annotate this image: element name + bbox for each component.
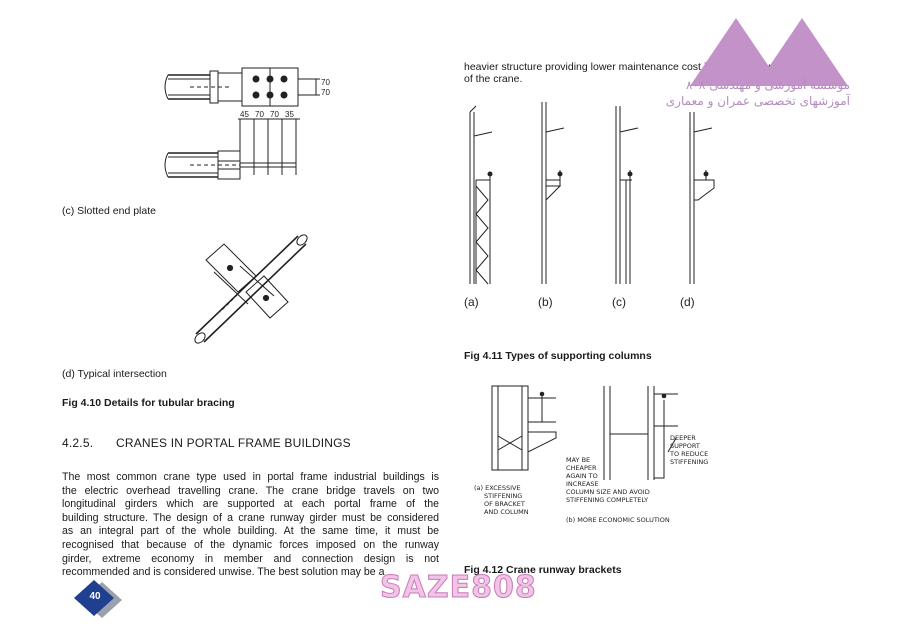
annotation-line: OF BRACKET [484, 500, 525, 508]
paragraph: The most common crane type used in porta… [62, 471, 439, 580]
watermark: SAZE808 [380, 570, 537, 606]
paragraph-line: The most common crane type used in porta… [62, 471, 439, 483]
dim-label: 70 [321, 78, 330, 87]
annotation-line: AND COLUMN [484, 508, 529, 516]
paragraph-line: girder, extreme economy in member and co… [62, 552, 439, 565]
page-number: 40 [89, 591, 101, 602]
figure-title: Fig 4.11 Types of supporting columns [464, 350, 652, 362]
intro-line: of the crane. [464, 73, 523, 85]
annotation-line: (b) MORE ECONOMIC SOLUTION [566, 516, 670, 524]
dim-label: 70 [321, 88, 330, 97]
column-label: (d) [680, 295, 695, 309]
annotation-line: STIFFENING COMPLETELY [566, 496, 648, 504]
annotation-line: DEEPER [670, 434, 696, 442]
section-number: 4.2.5. [62, 436, 94, 450]
paragraph-line: as an integral part of the whole buildin… [62, 525, 439, 538]
figure-title: Fig 4.10 Details for tubular bracing [62, 397, 235, 409]
annotation-line: MAY BE [566, 456, 590, 464]
supporting-columns-drawing: (a) (b) (c) (d) [464, 102, 715, 309]
column-label: (a) [464, 295, 479, 309]
annotation-line: SUPPORT [670, 442, 700, 450]
figure-caption: (d) Typical intersection [62, 368, 167, 380]
column-label: (c) [612, 295, 626, 309]
annotation-line: STIFFENING [670, 458, 708, 466]
annotation-line: STIFFENING [484, 492, 522, 500]
annotation-line: TO REDUCE [669, 450, 708, 458]
annotation-line: (a) EXCESSIVE [474, 484, 521, 492]
paragraph-line: recommended and is considered unwise. Th… [62, 566, 385, 579]
paragraph-line: recognised that because of the dynamic f… [62, 538, 439, 551]
paragraph-line: longitudinal girders which are supported… [62, 498, 439, 511]
dim-label: 35 [285, 110, 294, 119]
figure-caption: (c) Slotted end plate [62, 205, 156, 217]
dim-label: 70 [270, 110, 279, 119]
paragraph-line: the electric overhead travelling crane. … [62, 484, 439, 497]
annotation-line: CHEAPER [566, 464, 597, 472]
annotation-line: INCREASE [566, 480, 599, 488]
crane-runway-brackets-drawing: (a) EXCESSIVE STIFFENING OF BRACKET AND … [474, 385, 708, 524]
annotation-line: AGAIN TO [566, 472, 598, 480]
dim-label: 70 [255, 110, 264, 119]
logo-line: آموزشهای تخصصی عمران و معماری [665, 94, 850, 108]
typical-intersection-drawing [194, 234, 308, 344]
dim-label: 45 [240, 110, 249, 119]
paragraph-line: building structure. The design of a cran… [62, 511, 439, 524]
annotation-line: COLUMN SIZE AND AVOID [566, 488, 650, 496]
institute-logo-mark [690, 18, 848, 86]
slotted-end-plate-drawing: 70 70 45 70 70 35 [164, 67, 330, 180]
section-title: CRANES IN PORTAL FRAME BUILDINGS [116, 436, 351, 450]
page-number-badge [74, 580, 122, 618]
column-label: (b) [538, 295, 553, 309]
logo-line: موسسه آموزشی و مهندسی ۸۰۸ [686, 78, 850, 92]
figure-title: Fig 4.12 Crane runway brackets [464, 564, 622, 576]
